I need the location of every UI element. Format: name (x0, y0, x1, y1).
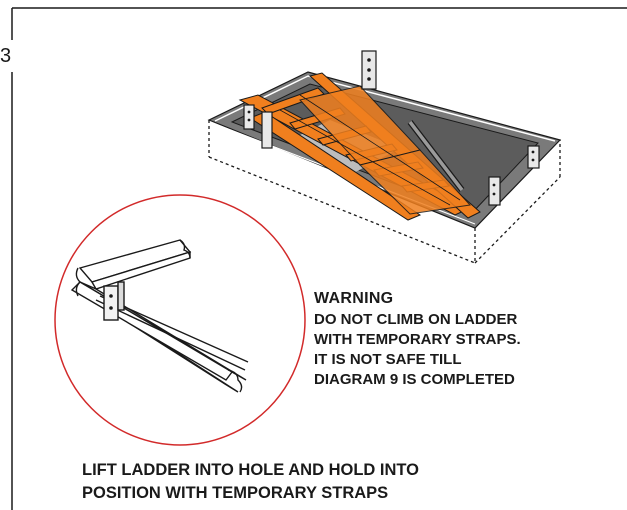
warning-line: WITH TEMPORARY STRAPS. (314, 331, 521, 348)
warning-title: WARNING (314, 290, 394, 307)
step-number: 3 (0, 45, 12, 67)
warning-line: DO NOT CLIMB ON LADDER (314, 311, 518, 328)
page-border (11, 7, 627, 510)
warning-line: IT IS NOT SAFE TILL (314, 351, 462, 368)
detail-circle (54, 194, 306, 446)
attic-opening-illustration (207, 50, 562, 264)
ladder (238, 72, 481, 221)
dashed-ceiling-outline (208, 120, 561, 264)
instruction-caption: LIFT LADDER INTO HOLE AND HOLD INTO POSI… (82, 459, 602, 505)
warning-line: DIAGRAM 9 IS COMPLETED (314, 371, 515, 388)
warning-block: WARNING DO NOT CLIMB ON LADDER WITH TEMP… (314, 289, 614, 390)
instruction-line: POSITION WITH TEMPORARY STRAPS (82, 484, 389, 502)
instruction-line: LIFT LADDER INTO HOLE AND HOLD INTO (82, 461, 420, 479)
strap-detail-callout (54, 194, 306, 446)
